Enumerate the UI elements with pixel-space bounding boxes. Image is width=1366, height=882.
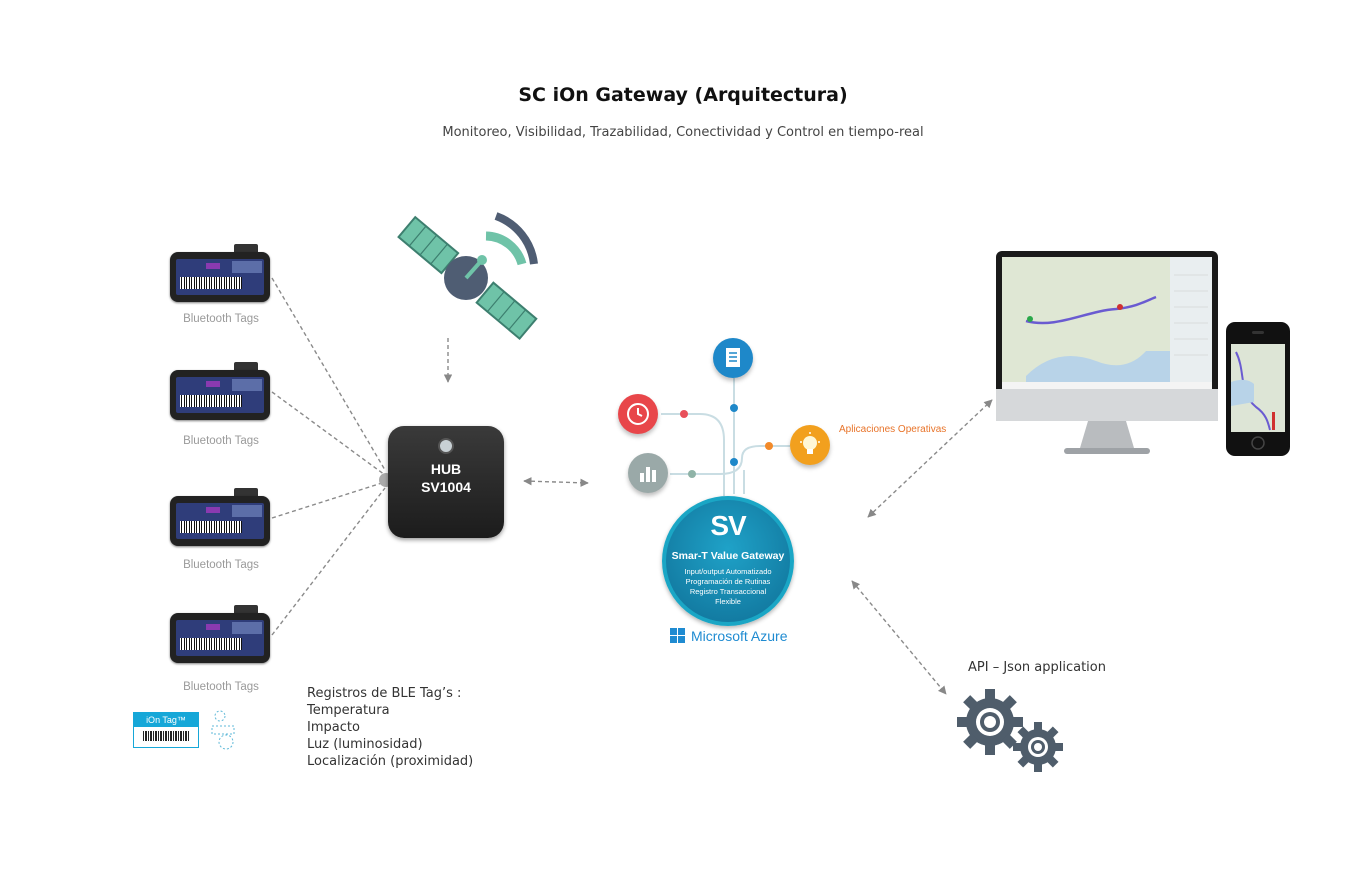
- bluetooth-tag-3: [170, 488, 272, 546]
- registros-item: Luz (luminosidad): [307, 737, 423, 752]
- bar-chart-icon: [628, 453, 668, 493]
- smart-value-gateway: SV Smar-T Value Gateway Input/output Aut…: [662, 496, 794, 626]
- api-label: API – Json application: [968, 660, 1106, 675]
- barcode-icon: [143, 731, 189, 741]
- registros-heading: Registros de BLE Tag’s :: [307, 686, 462, 701]
- registros-item: Localización (proximidad): [307, 754, 474, 769]
- gateway-title: Smar-T Value Gateway: [671, 550, 785, 562]
- bluetooth-tag-label: Bluetooth Tags: [183, 681, 259, 693]
- registros-item: Temperatura: [307, 703, 390, 718]
- gear-icon: [957, 689, 1063, 772]
- gateway-feature: Flexible: [715, 597, 741, 606]
- page-subtitle: Monitoreo, Visibilidad, Trazabilidad, Co…: [442, 125, 924, 140]
- ion-tag-label: iOn Tag™: [134, 713, 198, 727]
- gateway-feature: Programación de Rutinas: [685, 577, 771, 586]
- lightbulb-icon: [790, 425, 830, 465]
- sensor-icon: [211, 710, 235, 750]
- gateway-branches: [661, 378, 790, 496]
- tag4-hub-link: [271, 487, 386, 636]
- gateway-feature: Input/output Automatizado: [684, 567, 772, 576]
- bluetooth-tag-1: [170, 244, 272, 302]
- page-title: SC iOn Gateway (Arquitectura): [518, 84, 848, 106]
- gateway-feature: Registro Transaccional: [689, 587, 767, 596]
- registros-item: Impacto: [307, 720, 360, 735]
- smartphone-map-icon: [1226, 322, 1290, 456]
- gateway-api-arrow: [851, 580, 947, 695]
- document-icon: [713, 338, 753, 378]
- bluetooth-tag-label: Bluetooth Tags: [183, 435, 259, 447]
- hub-label: HUB: [430, 461, 462, 477]
- ion-tag-card: iOn Tag™: [133, 712, 199, 748]
- windows-logo-icon: [670, 628, 685, 643]
- bluetooth-tag-label: Bluetooth Tags: [183, 559, 259, 571]
- azure-text: Microsoft Azure: [691, 628, 788, 644]
- apps-label: Aplicaciones Operativas: [839, 424, 947, 435]
- hub-device: HUB SV1004: [388, 426, 504, 538]
- bluetooth-tag-4: [170, 605, 272, 663]
- tag2-hub-link: [271, 391, 386, 476]
- monitor-map-icon: [996, 251, 1218, 454]
- azure-label: Microsoft Azure: [670, 628, 787, 644]
- clock-icon: [618, 394, 658, 434]
- ble-registros-list: Registros de BLE Tag’s : Temperatura Imp…: [307, 685, 473, 770]
- hub-gateway-arrow: [523, 477, 589, 487]
- gateway-logo: SV: [710, 510, 746, 541]
- gateway-devices-arrow: [867, 399, 993, 518]
- bluetooth-tag-label: Bluetooth Tags: [183, 313, 259, 325]
- tag1-hub-link: [271, 277, 386, 471]
- satellite-icon: [397, 212, 538, 341]
- tag3-hub-link: [271, 481, 386, 519]
- hub-model: SV1004: [421, 479, 471, 495]
- bluetooth-tag-2: [170, 362, 272, 420]
